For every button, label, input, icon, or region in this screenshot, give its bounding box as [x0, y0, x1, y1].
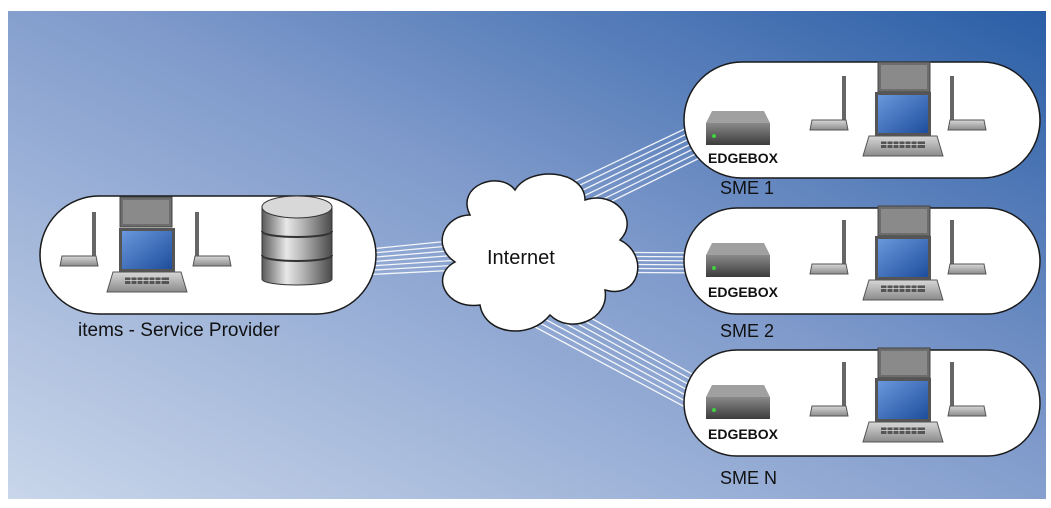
sme-n-monitor-icon	[877, 347, 931, 379]
provider-monitor-icon	[119, 196, 173, 228]
sme-n-edgebox-label: EDGEBOX	[708, 426, 779, 442]
internet-cloud	[441, 173, 639, 332]
provider-laptop-icon	[106, 227, 188, 293]
sme-1-edgebox-label: EDGEBOX	[708, 150, 779, 166]
sme-n-edgebox-icon	[706, 385, 770, 419]
sme-1-edgebox-icon	[706, 111, 770, 145]
sme-n-laptop-icon	[862, 377, 944, 443]
sme-2-label: SME 2	[720, 321, 774, 341]
sme-2-laptop-icon	[862, 235, 944, 301]
sme-2-edgebox-icon	[706, 243, 770, 277]
provider-label: items - Service Provider	[78, 320, 280, 341]
sme-n-label: SME N	[720, 468, 777, 488]
sme-1-laptop-icon	[862, 91, 944, 157]
sme-1-monitor-icon	[877, 61, 931, 93]
sme-2-monitor-icon	[877, 205, 931, 237]
sme-2-edgebox-label: EDGEBOX	[708, 284, 779, 300]
internet-label: Internet	[487, 247, 555, 269]
database-icon	[261, 195, 333, 286]
sme-1-label: SME 1	[720, 178, 774, 198]
